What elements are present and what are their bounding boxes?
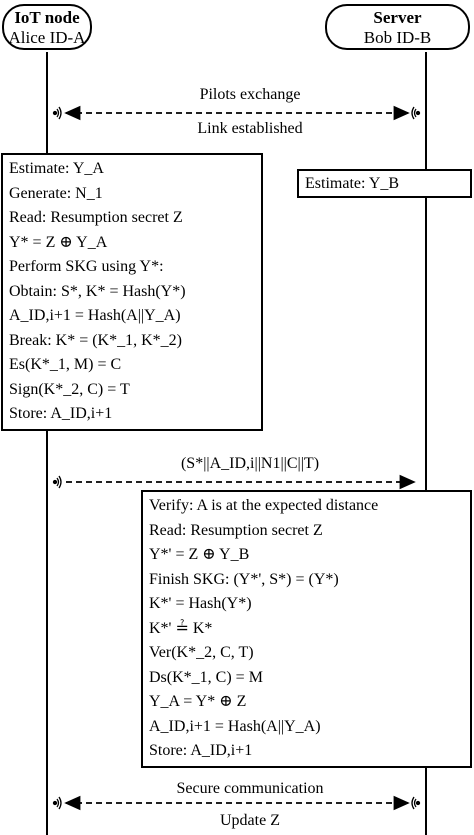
bob-estimate-text: Estimate: Y_B	[305, 175, 400, 192]
secure-communication-label: Secure communication	[176, 780, 324, 797]
bob-antenna-icon-3	[411, 796, 421, 810]
alice-step-3: Read: Resumption secret Z	[9, 209, 183, 226]
bob-antenna-icon-1	[411, 106, 421, 120]
link-established-label: Link established	[197, 120, 303, 137]
alice-step-2: Generate: N_1	[9, 184, 103, 202]
alice-antenna-icon-1	[52, 106, 62, 120]
bob-step-11: Store: A_ID,i+1	[149, 742, 253, 759]
bob-step-2: Read: Resumption secret Z	[149, 521, 323, 539]
bob-step-10: A_ID,i+1 = Hash(A||Y_A)	[149, 717, 321, 735]
alice-step-7: A_ID,i+1 = Hash(A||Y_A)	[9, 307, 181, 324]
update-z-label: Update Z	[220, 812, 280, 829]
alice-subtitle: Alice ID-A	[8, 28, 86, 47]
bob-step-4: Finish SKG: (Y*', S*) = (Y*)	[149, 570, 339, 588]
alice-step-5: Perform SKG using Y*:	[9, 258, 164, 275]
bob-step-8: Ds(K*_1, C) = M	[149, 668, 263, 686]
bob-step-5: K*' = Hash(Y*)	[149, 595, 252, 612]
alice-step-6: Obtain: S*, K* = Hash(Y*)	[9, 282, 186, 300]
bob-estimate-box: Estimate: Y_B	[297, 169, 472, 198]
alice-step-11: Store: A_ID,i+1	[9, 405, 113, 422]
bob-lifeline	[425, 52, 427, 835]
alice-process-box: Estimate: Y_A Generate: N_1 Read: Resump…	[1, 153, 263, 431]
pilots-exchange-label: Pilots exchange	[199, 86, 301, 103]
bob-actor: Server Bob ID-B	[325, 4, 470, 50]
bob-step-6: K*' ≟ K*	[149, 619, 213, 637]
bob-process-box: Verify: A is at the expected distance Re…	[141, 490, 472, 768]
alice-step-10: Sign(K*_2, C) = T	[9, 380, 130, 398]
alice-title: IoT node	[14, 8, 80, 27]
bob-step-1: Verify: A is at the expected distance	[149, 497, 379, 514]
bob-subtitle: Bob ID-B	[363, 28, 432, 47]
bob-step-7: Ver(K*_2, C, T)	[149, 644, 254, 661]
alice-step-4: Y* = Z ⊕ Y_A	[9, 233, 108, 251]
alice-step-9: Es(K*_1, M) = C	[9, 356, 122, 373]
alice-antenna-icon-2	[52, 475, 62, 489]
alice-step-1: Estimate: Y_A	[9, 160, 104, 177]
bob-step-3: Y*' = Z ⊕ Y_B	[149, 546, 250, 563]
bob-title: Server	[373, 8, 422, 27]
alice-step-8: Break: K* = (K*_1, K*_2)	[9, 331, 182, 349]
alice-antenna-icon-3	[52, 796, 62, 810]
alice-actor: IoT node Alice ID-A	[2, 4, 92, 50]
bob-step-9: Y_A = Y* ⊕ Z	[149, 693, 247, 710]
transmit-message-label: (S*||A_ID,i||N1||C||T)	[180, 455, 320, 472]
alice-lifeline	[46, 52, 48, 835]
